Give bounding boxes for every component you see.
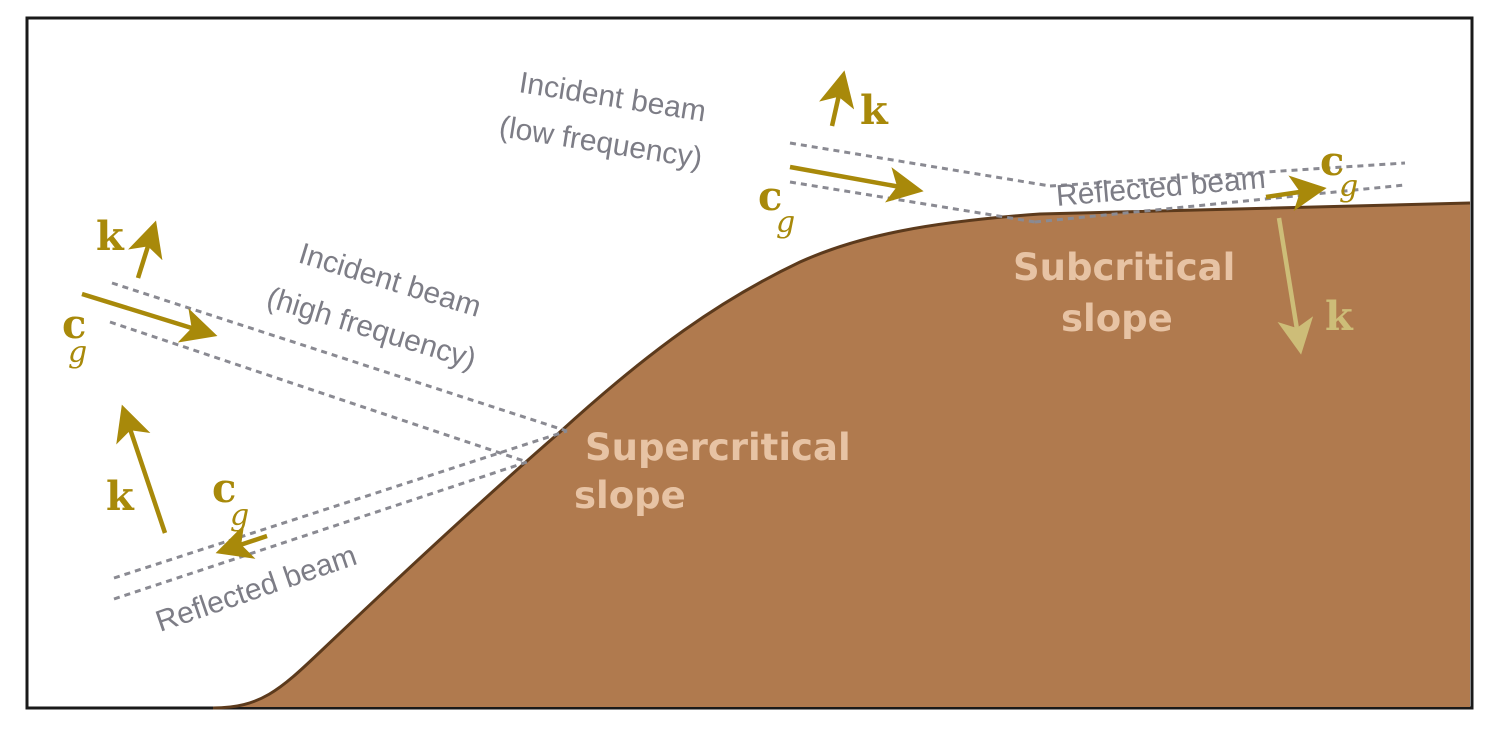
cg-symbol-reflected-right: c [1320, 138, 1344, 185]
supercritical-label-line1: Supercritical [585, 426, 851, 469]
k-symbol-reflected-left: k [106, 473, 135, 520]
subcritical-label-line1: Subcritical [1013, 246, 1235, 289]
k-symbol-incident-low: k [860, 87, 889, 134]
cg-symbol-incident-low: c [758, 173, 782, 220]
cg-subscript-incident-low: g [776, 205, 795, 240]
k-vector-incident-low [819, 70, 855, 127]
cg-symbol-reflected-left: c [212, 465, 236, 512]
reflected-right-beam-lower [1034, 183, 1406, 224]
cg-subscript-reflected-right: g [1339, 169, 1358, 204]
k-vector-reflected-right [1276, 217, 1314, 355]
k-vector-reflected-left [116, 404, 168, 534]
seabed [213, 203, 1470, 708]
cg-vector-incident-low [789, 164, 924, 203]
k-vector-incident-high [128, 220, 163, 279]
incident-high-beam-lower [109, 320, 528, 464]
cg-vector-reflected-right [1265, 175, 1327, 212]
k-symbol-reflected-right: k [1325, 293, 1354, 340]
reflected-right-beam-upper [1049, 161, 1406, 188]
cg-vector-incident-high [81, 291, 218, 343]
reflected-left-beam-upper [113, 429, 568, 580]
supercritical-label-line2: slope [574, 474, 686, 517]
incident-high-beam-upper [111, 281, 568, 433]
cg-subscript-reflected-left: g [230, 498, 249, 533]
cg-subscript-incident-high: g [68, 335, 87, 370]
k-symbol-incident-high: k [96, 213, 125, 260]
seabed-edge [212, 201, 1471, 710]
cg-symbol-incident-high: c [62, 301, 86, 348]
subcritical-label-line2: slope [1061, 297, 1173, 340]
vectors [81, 70, 1327, 559]
cg-vector-reflected-left [215, 524, 268, 559]
